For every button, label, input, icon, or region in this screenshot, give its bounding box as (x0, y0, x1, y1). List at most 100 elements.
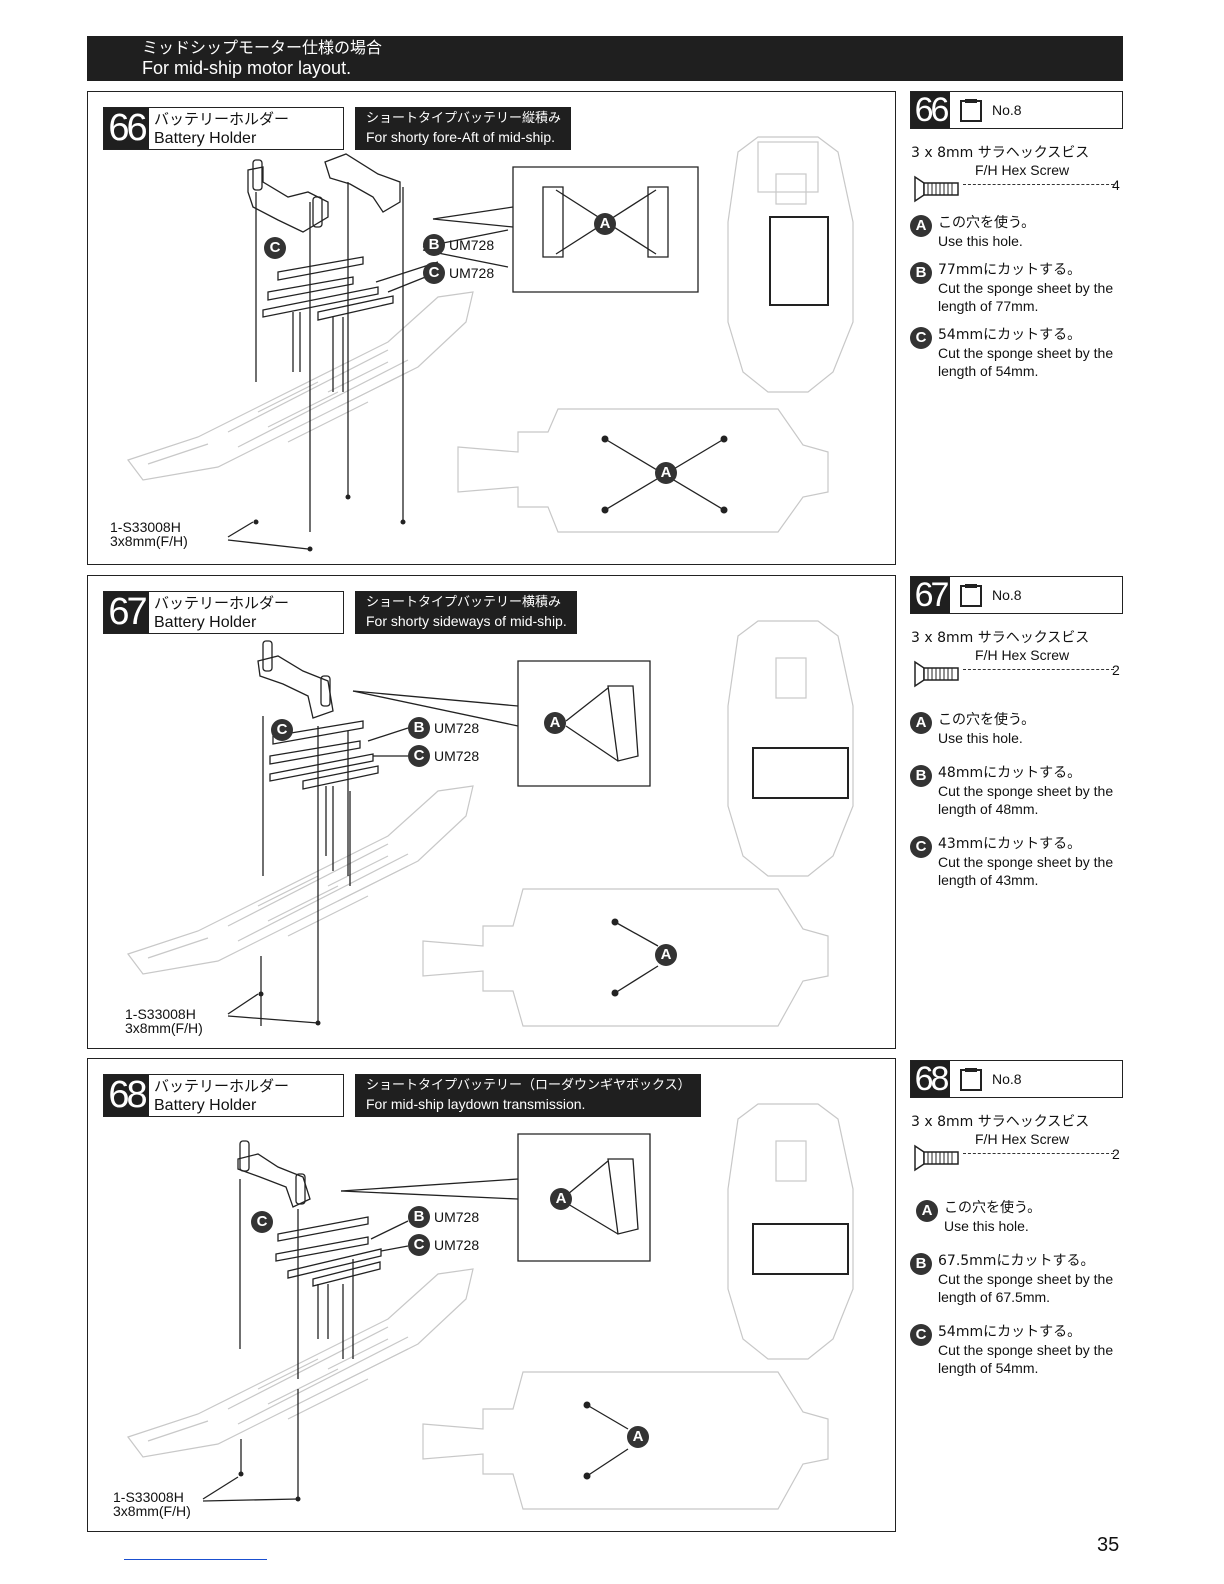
step-68-screw-leader (963, 1153, 1114, 1154)
step-66-label-b: UM728 (449, 237, 495, 253)
step-67-diagram (127, 620, 854, 1027)
step-66-instruction-b-jp: 77mmにカットする。 (938, 262, 1082, 278)
step-66-label-c: UM728 (449, 265, 495, 281)
step-66-panel: 66 バッテリーホルダー Battery Holder ショートタイプバッテリー… (87, 91, 896, 565)
step-67-screw-part: 1-S33008H (125, 1006, 196, 1022)
step-66-instruction-c: C 54mmにカットする。 Cut the sponge sheet by th… (910, 327, 1124, 380)
section-banner: ミッドシップモーター仕様の場合 For mid-ship motor layou… (87, 36, 1123, 81)
banner-title-en: For mid-ship motor layout. (142, 58, 352, 78)
step-68-instruction-b: B 67.5mmにカットする。 Cut the sponge sheet by … (910, 1253, 1124, 1306)
step-67-marker-b: B (408, 717, 430, 739)
step-68-note-jp: ショートタイプバッテリー（ローダウンギヤボックス） (366, 1078, 691, 1093)
step-68-header: 68 バッテリーホルダー Battery Holder (103, 1074, 344, 1117)
step-67-instruction-b: B 48mmにカットする。 Cut the sponge sheet by th… (910, 765, 1124, 818)
step-67-note: ショートタイプバッテリー横積み For shorty sideways of m… (355, 591, 577, 634)
step-66-screw-size: 3x8mm(F/H) (110, 533, 188, 549)
step-68-panel: 68 バッテリーホルダー Battery Holder ショートタイプバッテリー… (87, 1058, 896, 1532)
step-67-instruction-c: C 43mmにカットする。 Cut the sponge sheet by th… (910, 836, 1124, 889)
step-67-instruction-c-en: Cut the sponge sheet by the length of 43… (938, 854, 1114, 888)
step-67-screw-en: F/H Hex Screw (975, 647, 1070, 663)
step-66-parts-panel: 66 No.8 3 x 8mm サラヘックスビス F/H Hex Screw 4… (910, 91, 1124, 380)
step-67-header: 67 バッテリーホルダー Battery Holder (103, 591, 344, 634)
step-68-instruction-c: C 54mmにカットする。 Cut the sponge sheet by th… (910, 1324, 1124, 1377)
step-68-screw-jp: 3 x 8mm サラヘックスビス (911, 1114, 1090, 1130)
step-67-title-en: Battery Holder (154, 614, 257, 631)
step-67-marker-c: C (408, 745, 430, 767)
page-number: 35 (1097, 1534, 1120, 1556)
step-67-instruction-a-jp: この穴を使う。 (938, 712, 1036, 728)
step-68-instruction-a: A この穴を使う。 Use this hole. (910, 1200, 1124, 1235)
step-68-instruction-a-en: Use this hole. (944, 1218, 1029, 1234)
step-67-screw-spec: 3 x 8mm サラヘックスビス F/H Hex Screw 2 (910, 624, 1124, 694)
step-66-note-jp: ショートタイプバッテリー縦積み (366, 111, 562, 126)
step-67-note-jp: ショートタイプバッテリー横積み (366, 595, 562, 610)
step-68-instruction-b-en: Cut the sponge sheet by the length of 67… (938, 1271, 1114, 1305)
step-68-instruction-a-jp: この穴を使う。 (944, 1200, 1042, 1216)
step-68-parts-panel: 68 No.8 3 x 8mm サラヘックスビス F/H Hex Screw 2… (910, 1060, 1124, 1377)
step-67-instruction-b-marker: B (910, 765, 932, 787)
step-66-title-en: Battery Holder (154, 130, 257, 147)
step-66-bag-step-number: 66 (911, 92, 950, 128)
step-68-diagram (127, 1103, 854, 1510)
step-68-screw-qty: 2 (1112, 1146, 1120, 1162)
step-67-note-en: For shorty sideways of mid-ship. (366, 613, 567, 629)
step-68-screw-spec: 3 x 8mm サラヘックスビス F/H Hex Screw 2 (910, 1108, 1124, 1178)
step-67-instruction-a-en: Use this hole. (938, 730, 1023, 746)
step-67-number: 67 (104, 592, 149, 633)
flat-head-screw-icon (914, 1144, 959, 1172)
step-66-screw-en: F/H Hex Screw (975, 162, 1070, 178)
step-67-label-b: UM728 (434, 720, 480, 736)
step-68-label-c: UM728 (434, 1237, 480, 1253)
step-66-callout-marker-a: A (594, 213, 616, 235)
flat-head-screw-icon (914, 660, 959, 688)
step-68-instruction-c-jp: 54mmにカットする。 (938, 1324, 1082, 1340)
step-66-topview-marker-a: A (655, 462, 677, 484)
step-67-panel: 67 バッテリーホルダー Battery Holder ショートタイプバッテリー… (87, 575, 896, 1049)
step-67-instruction-a: A この穴を使う。 Use this hole. (910, 712, 1124, 747)
step-66-bag-box: 66 No.8 (910, 91, 1123, 129)
step-68-screw-en: F/H Hex Screw (975, 1131, 1070, 1147)
step-68-screw-part: 1-S33008H (113, 1489, 184, 1505)
step-67-bag-step-number: 67 (911, 577, 950, 613)
step-66-screw-jp: 3 x 8mm サラヘックスビス (911, 145, 1090, 161)
step-67-screw-qty: 2 (1112, 662, 1120, 678)
step-66-screw-leader (963, 184, 1114, 185)
step-66-diagram (127, 136, 854, 552)
step-68-note: ショートタイプバッテリー（ローダウンギヤボックス） For mid-ship l… (355, 1074, 701, 1117)
step-67-instruction-b-en: Cut the sponge sheet by the length of 48… (938, 783, 1114, 817)
step-67-instruction-c-marker: C (910, 836, 932, 858)
step-68-instruction-a-marker: A (916, 1200, 938, 1222)
step-68-number: 68 (104, 1075, 149, 1116)
step-68-topview-marker-a: A (627, 1426, 649, 1448)
step-67-screw-size: 3x8mm(F/H) (125, 1020, 203, 1036)
step-67-topview-marker-a: A (655, 944, 677, 966)
step-68-label-b: UM728 (434, 1209, 480, 1225)
step-68-instruction-c-en: Cut the sponge sheet by the length of 54… (938, 1342, 1114, 1376)
step-68-marker-b: B (408, 1206, 430, 1228)
step-68-note-en: For mid-ship laydown transmission. (366, 1096, 586, 1112)
step-67-screw-leader (963, 669, 1114, 670)
step-68-instruction-b-marker: B (910, 1253, 932, 1275)
step-66-screw-spec: 3 x 8mm サラヘックスビス F/H Hex Screw 4 (910, 139, 1124, 209)
step-67-callout-marker-a: A (544, 712, 566, 734)
step-66-instruction-a-jp: この穴を使う。 (938, 215, 1036, 231)
step-66-marker-c-left: C (264, 237, 286, 259)
step-66-marker-b: B (423, 234, 445, 256)
step-66-number: 66 (104, 108, 149, 149)
step-68-bag-step-number: 68 (911, 1061, 950, 1097)
step-67-instruction-b-jp: 48mmにカットする。 (938, 765, 1082, 781)
banner-title-jp: ミッドシップモーター仕様の場合 (142, 38, 383, 57)
step-68-bag-box: 68 No.8 (910, 1060, 1123, 1098)
footer-link-underline (124, 1559, 267, 1560)
step-66-title-jp: バッテリーホルダー (154, 110, 290, 128)
step-68-bag-number: No.8 (992, 1071, 1022, 1087)
step-67-screw-jp: 3 x 8mm サラヘックスビス (911, 630, 1090, 646)
step-66-instruction-b-marker: B (910, 262, 932, 284)
step-68-title-jp: バッテリーホルダー (154, 1077, 290, 1095)
step-66-instruction-a-en: Use this hole. (938, 233, 1023, 249)
parts-bag-icon (960, 584, 982, 607)
step-67-instruction-c-jp: 43mmにカットする。 (938, 836, 1082, 852)
step-66-note: ショートタイプバッテリー縦積み For shorty fore-Aft of m… (355, 107, 572, 150)
step-66-instruction-c-jp: 54mmにカットする。 (938, 327, 1082, 343)
step-66-screw-qty: 4 (1112, 177, 1120, 193)
